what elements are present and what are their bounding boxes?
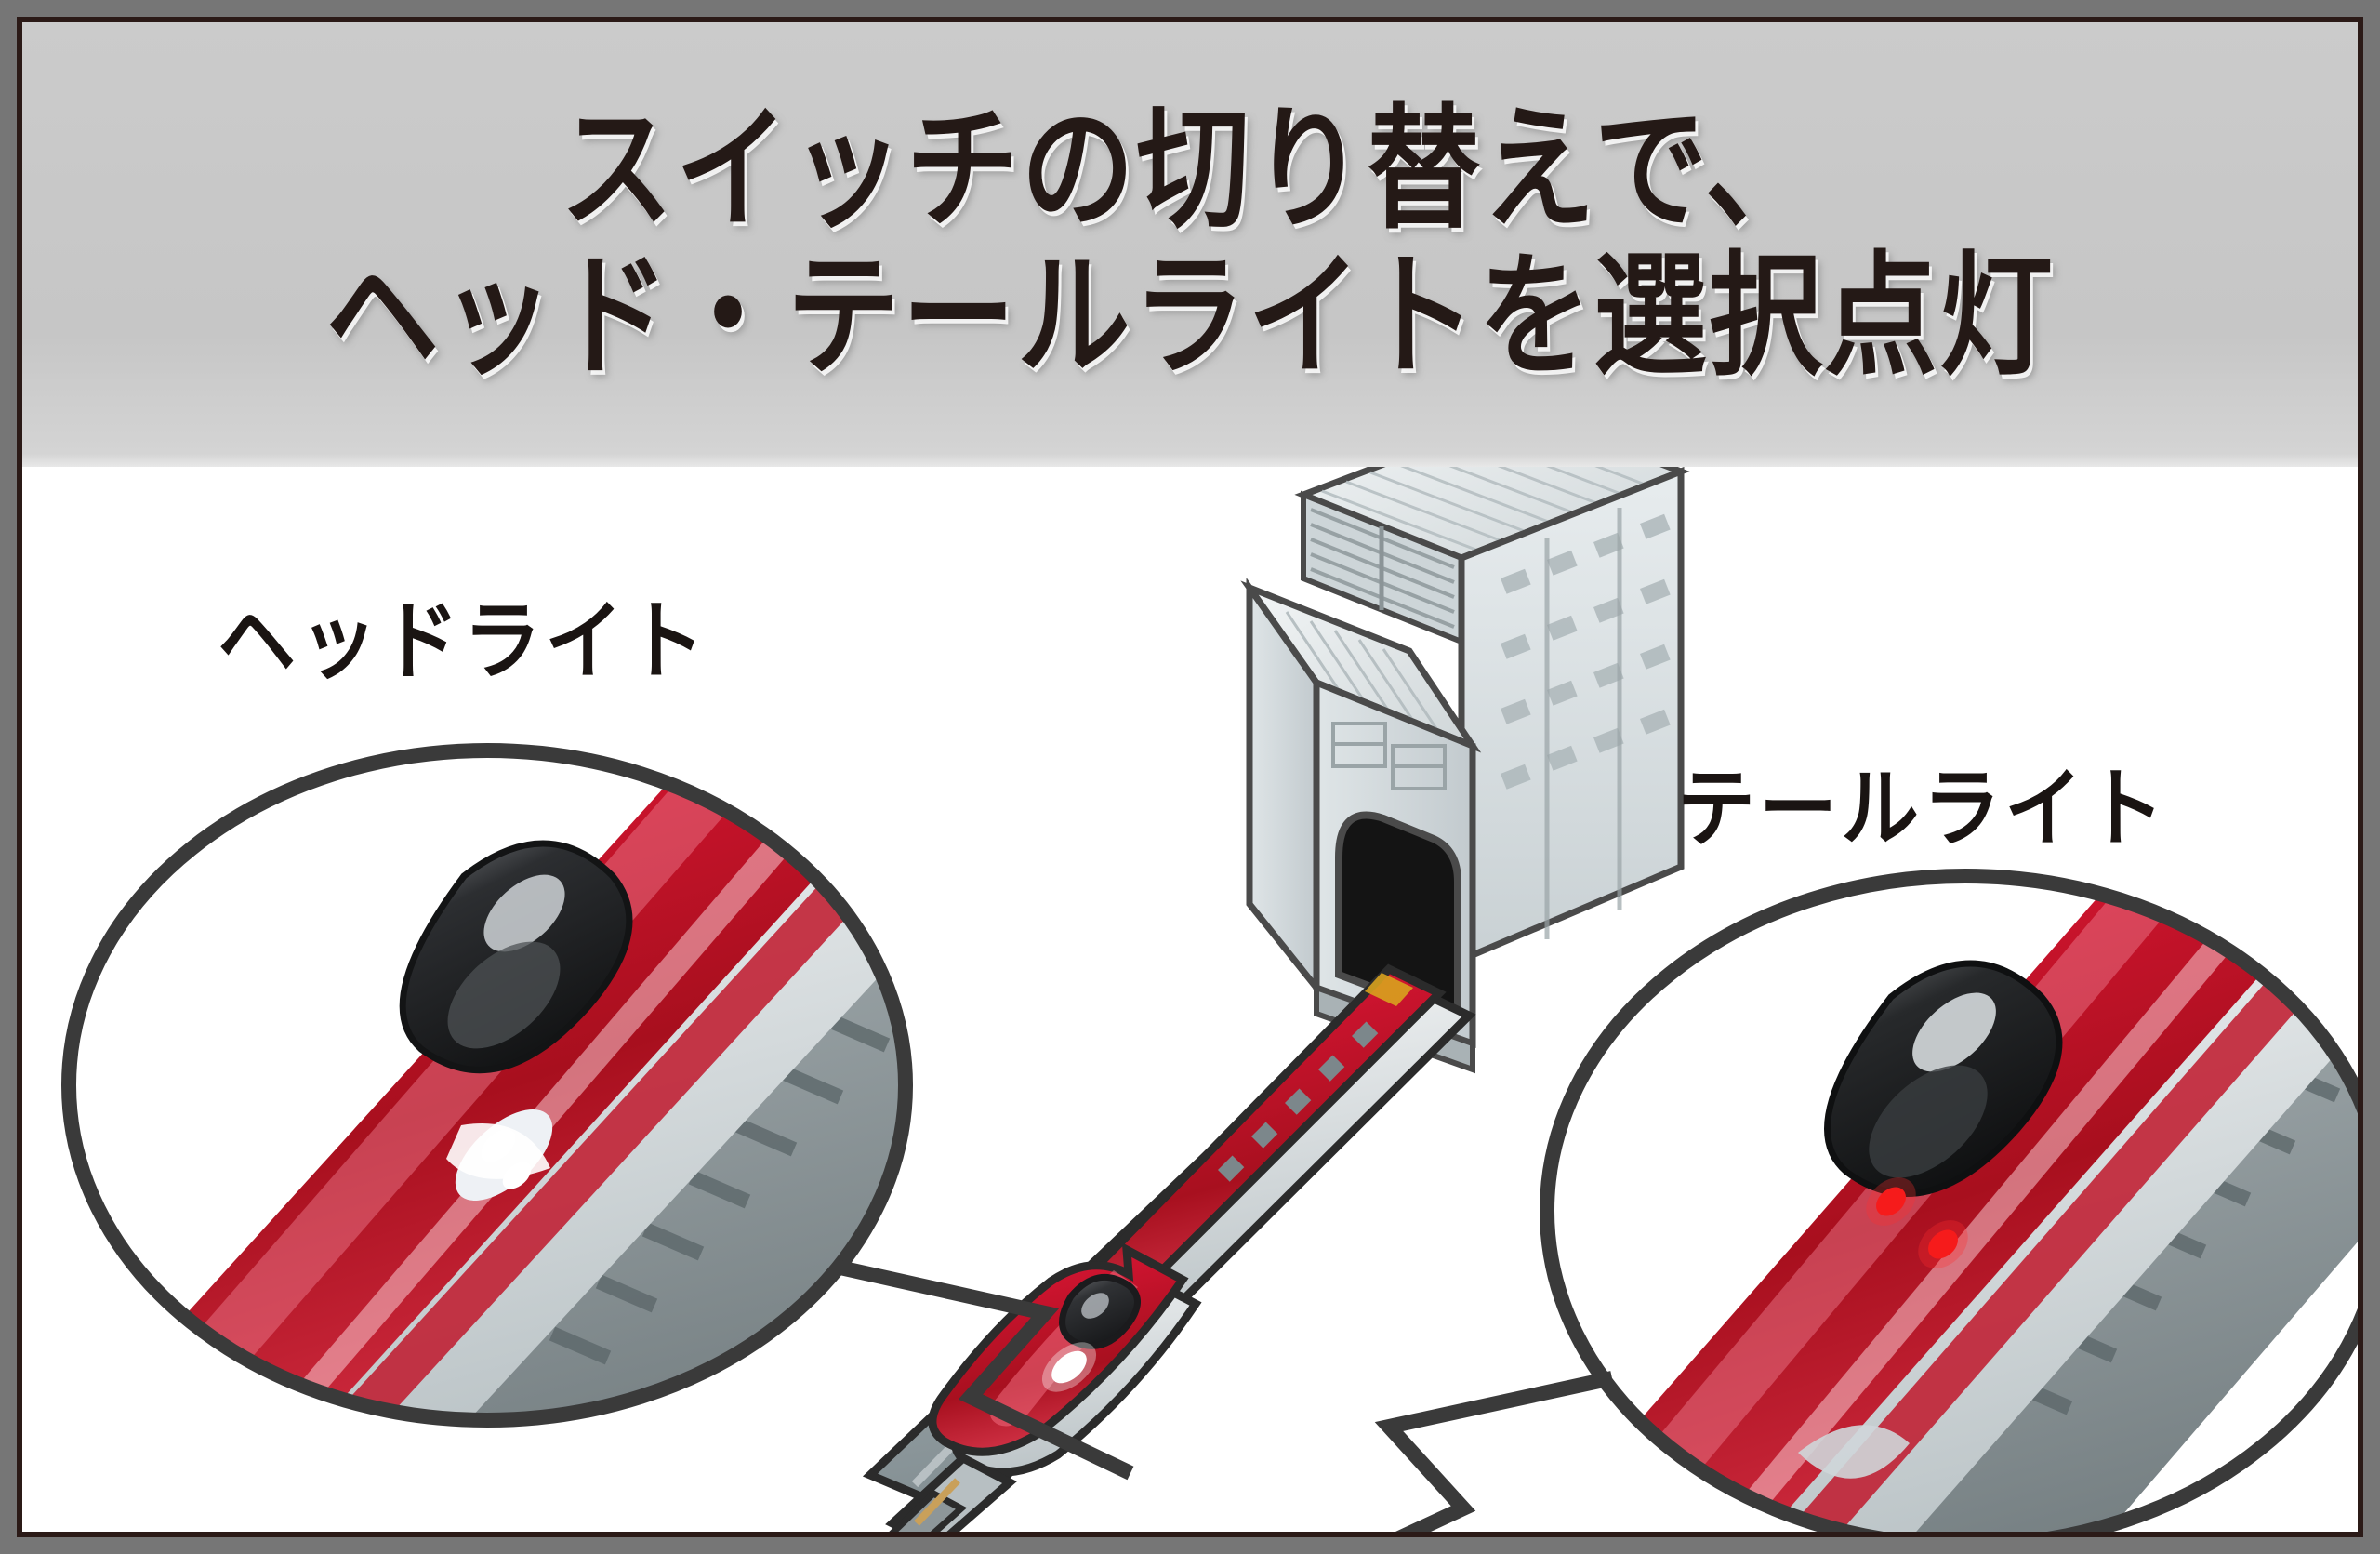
speech-bubble-left xyxy=(41,662,1138,1499)
headlight-label: ヘッドライト xyxy=(218,590,709,692)
poster-frame: スイッチの切り替えで、 ヘッド・テールライトを選択点灯 xyxy=(17,17,2363,1537)
speech-bubble-tail-right xyxy=(1374,1371,1614,1532)
tunnel-portal-building xyxy=(1240,467,1690,1074)
illustration-area: ヘッドライト xyxy=(22,467,2358,1532)
taillight-label: テールライト xyxy=(1677,757,2169,859)
header-band: スイッチの切り替えで、 ヘッド・テールライトを選択点灯 xyxy=(22,22,2358,467)
speech-bubble-right xyxy=(1374,802,2358,1532)
model-railway-scene xyxy=(22,467,2358,1532)
tunnel-opening xyxy=(1335,811,1461,1025)
header-title-line2: ヘッド・テールライトを選択点灯 xyxy=(325,236,2055,394)
taillight-icon xyxy=(1928,1229,1958,1259)
headlight-icon xyxy=(1051,1350,1087,1384)
speech-bubble-tail-left xyxy=(834,1259,1134,1481)
header-title-line1: スイッチの切り替えで、 xyxy=(560,88,1820,247)
train-on-track xyxy=(862,963,1476,1532)
taillight-icon xyxy=(1876,1187,1906,1216)
